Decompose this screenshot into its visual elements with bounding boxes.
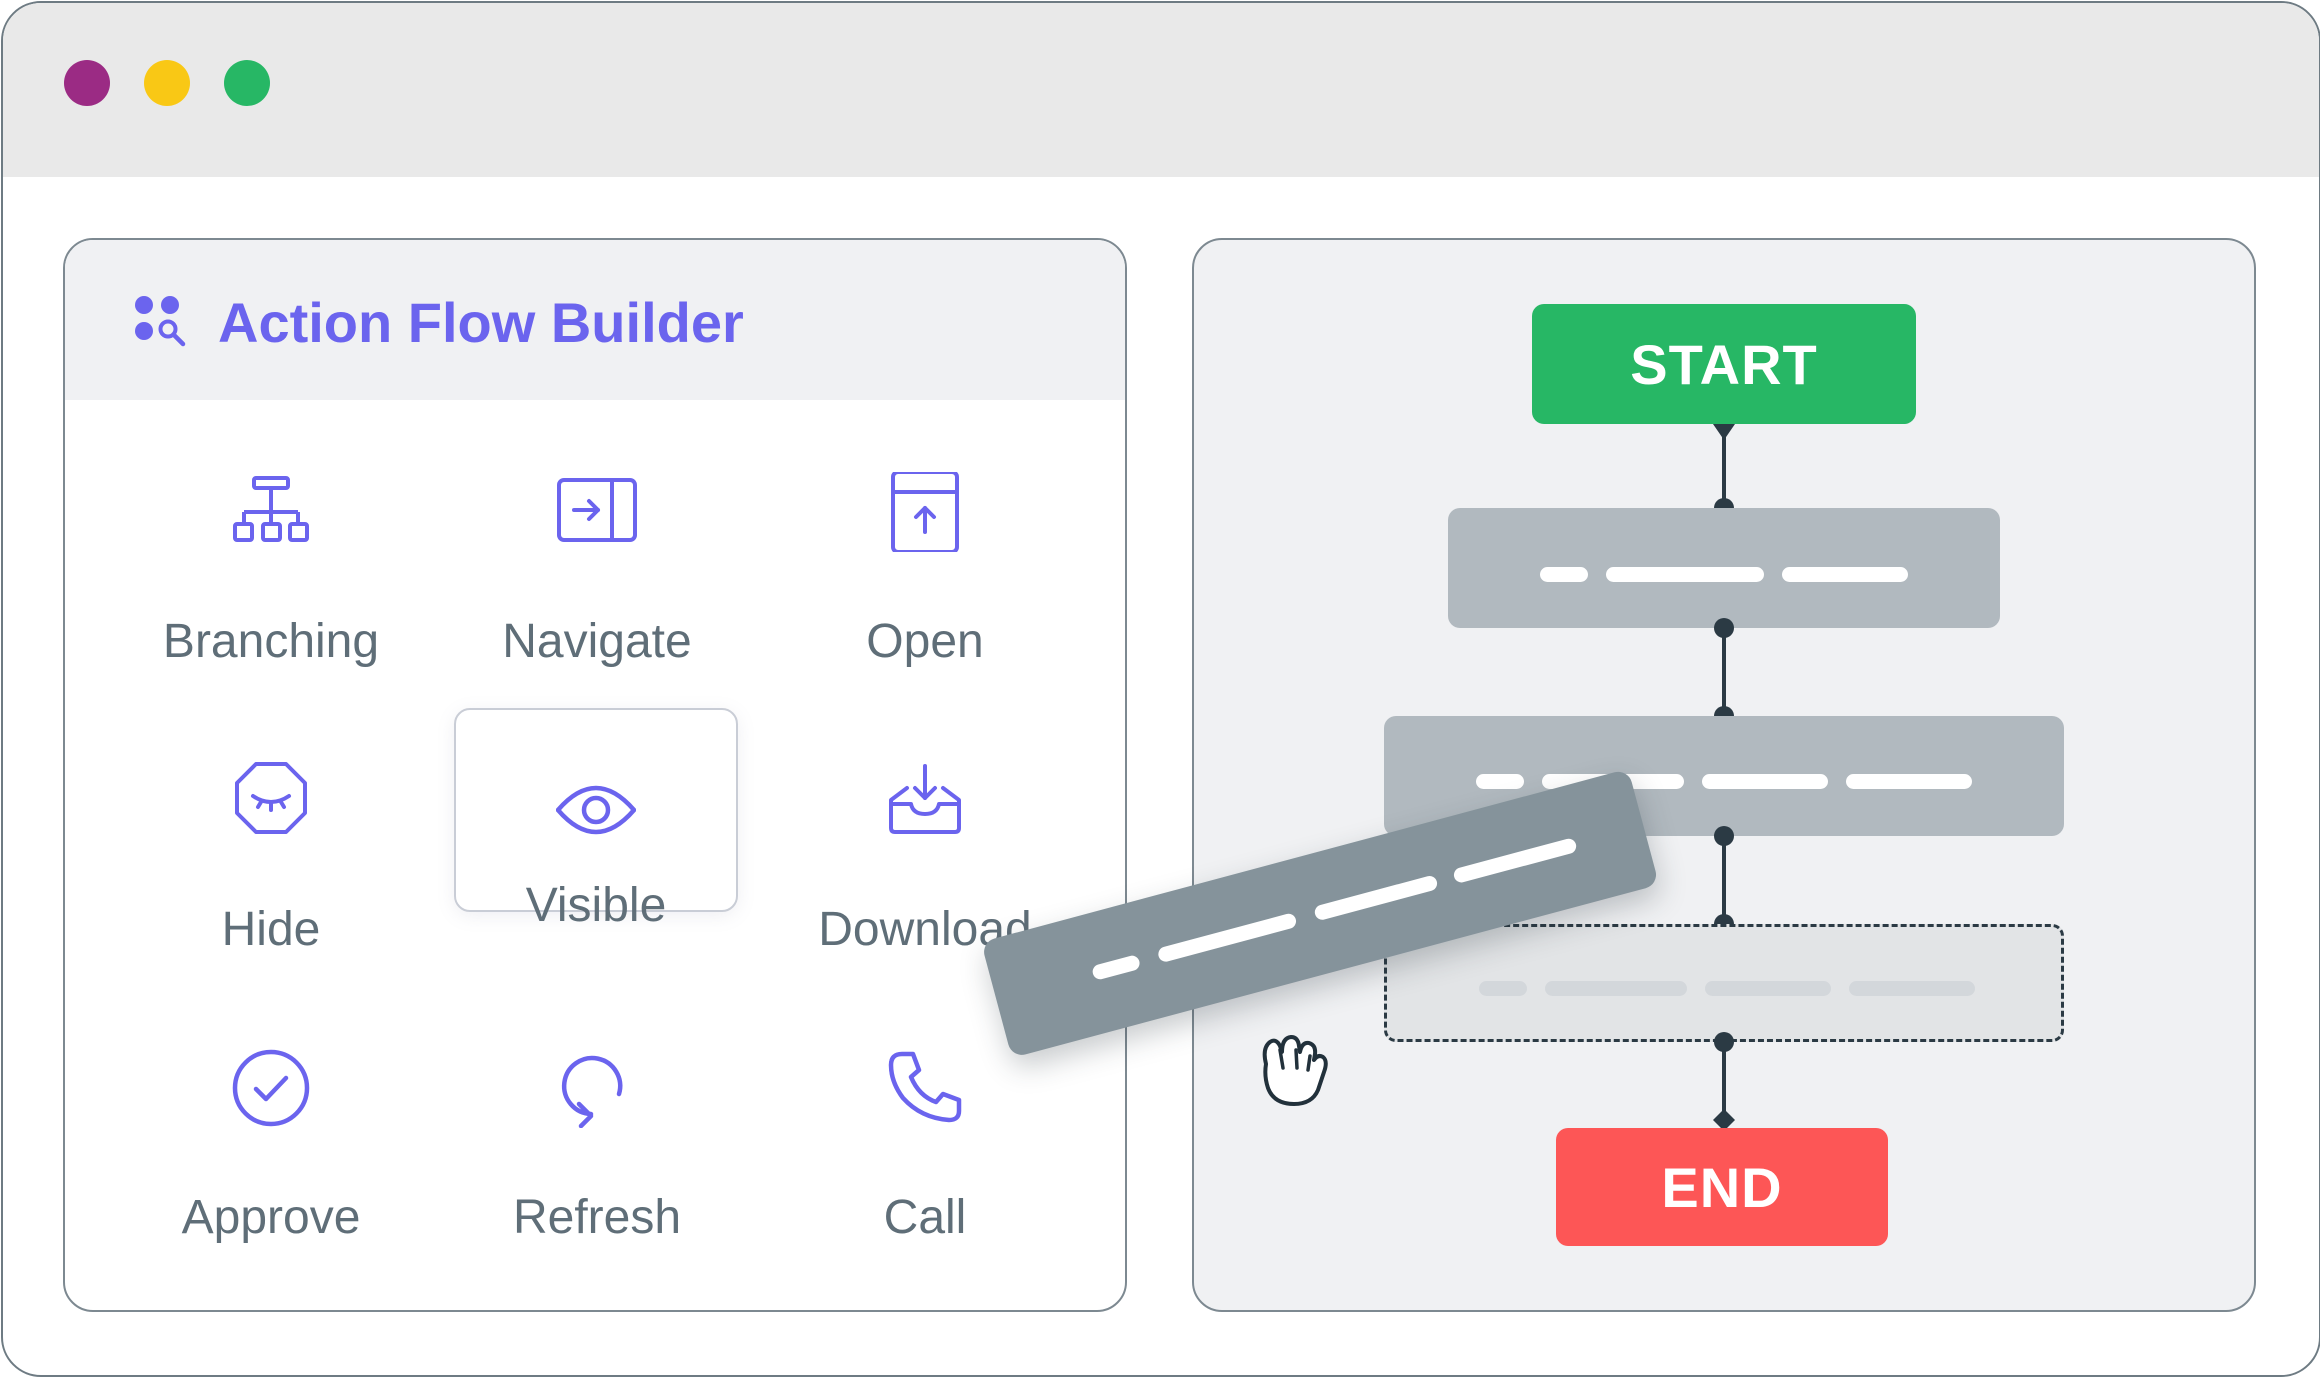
placeholder-line (1545, 981, 1687, 996)
placeholder-line (1606, 567, 1764, 582)
placeholder-line (1156, 912, 1298, 964)
placeholder-line (1313, 874, 1439, 922)
hide-icon (235, 762, 307, 834)
action-visible[interactable]: Visible (454, 708, 738, 932)
minimize-window-button[interactable] (144, 60, 190, 106)
placeholder-line (1849, 981, 1975, 996)
end-node-label: END (1661, 1155, 1783, 1219)
arrow-down-icon (1713, 424, 1735, 440)
apps-search-icon (135, 296, 186, 347)
action-label: Approve (181, 1191, 361, 1244)
placeholder-line (1702, 774, 1828, 789)
open-icon (891, 472, 959, 552)
action-palette-panel: Action Flow Builder Branching Navigate (63, 238, 1127, 1312)
placeholder-line (1452, 837, 1578, 885)
action-navigate[interactable]: Navigate (457, 472, 737, 672)
placeholder-line (1090, 954, 1142, 981)
action-hide[interactable]: Hide (131, 760, 411, 960)
placeholder-line (1479, 981, 1527, 996)
flow-canvas[interactable]: START END (1192, 238, 2256, 1312)
branching-icon (233, 476, 309, 542)
connector-line (1722, 436, 1726, 502)
drop-zone[interactable] (1384, 924, 2064, 1042)
action-refresh[interactable]: Refresh (457, 1048, 737, 1248)
approve-icon (232, 1049, 310, 1127)
end-node[interactable]: END (1556, 1128, 1888, 1246)
action-label: Open (866, 615, 984, 668)
action-call[interactable]: Call (785, 1048, 1065, 1248)
placeholder-line (1705, 981, 1831, 996)
panel-title: Action Flow Builder (218, 291, 744, 354)
placeholder-line (1782, 567, 1908, 582)
connector-line (1722, 1042, 1726, 1114)
action-branching[interactable]: Branching (131, 472, 411, 672)
action-label: Visible (525, 879, 667, 932)
panel-header: Action Flow Builder (65, 240, 1125, 400)
flow-step-1[interactable] (1448, 508, 2000, 628)
action-label: Hide (221, 903, 321, 956)
placeholder-line (1540, 567, 1588, 582)
action-label: Branching (162, 615, 380, 668)
close-window-button[interactable] (64, 60, 110, 106)
start-node-label: START (1630, 332, 1818, 396)
maximize-window-button[interactable] (224, 60, 270, 106)
eye-icon (556, 785, 636, 835)
title-bar (3, 3, 2319, 177)
download-icon (889, 764, 961, 834)
phone-icon (888, 1051, 962, 1123)
action-label: Call (883, 1191, 967, 1244)
connector-line (1722, 628, 1726, 708)
connector-line (1722, 836, 1726, 916)
navigate-icon (557, 478, 637, 542)
action-approve[interactable]: Approve (131, 1048, 411, 1248)
placeholder-line (1476, 774, 1524, 789)
diamond-marker-icon (1713, 1109, 1735, 1131)
refresh-icon (561, 1055, 623, 1128)
start-node[interactable]: START (1532, 304, 1916, 424)
action-label: Refresh (512, 1191, 682, 1244)
grab-hand-icon (1262, 1035, 1328, 1106)
action-label: Navigate (502, 615, 692, 668)
placeholder-line (1846, 774, 1972, 789)
action-open[interactable]: Open (785, 472, 1065, 672)
